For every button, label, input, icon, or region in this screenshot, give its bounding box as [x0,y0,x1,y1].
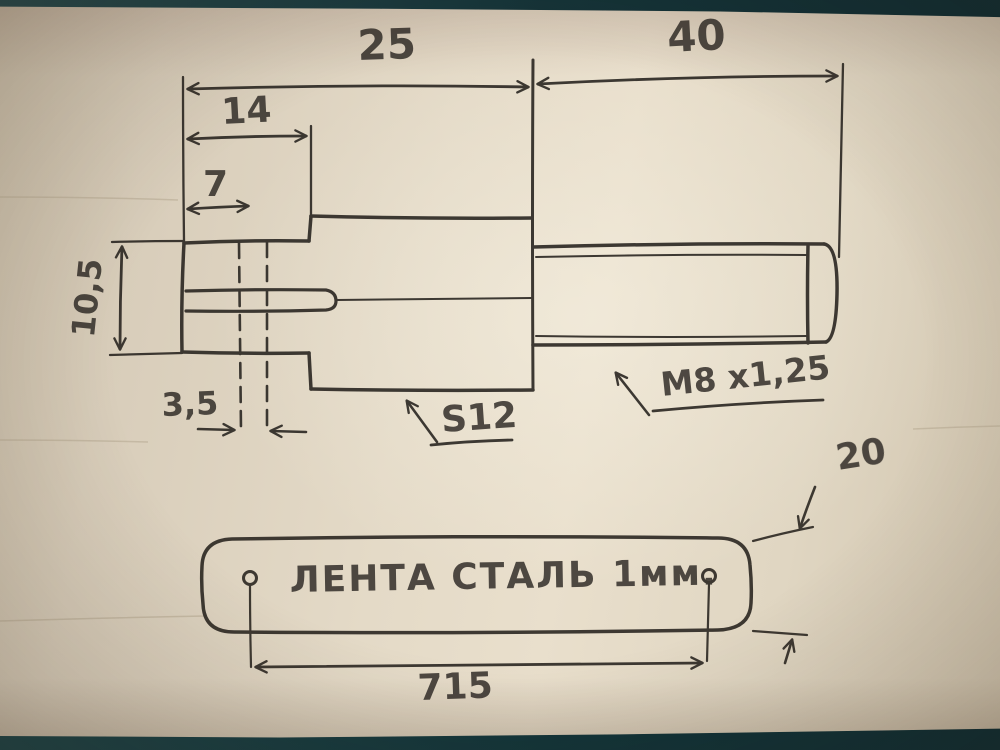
shaft-outline [180,214,839,393]
head-top-edge [182,239,311,245]
dim-3-5-arrow-left [196,422,236,437]
dim-20-arrow-bottom [782,638,796,665]
hole-centerlines-dashed [237,240,269,434]
dim-10-5-line [113,245,129,351]
dim-40-line [536,69,839,91]
s12-underline [429,438,514,447]
dim-25-line [186,79,530,96]
center-line [336,297,532,301]
dim-3-5-arrow-right [269,424,308,439]
thread-bottom-edge [531,340,828,347]
thread-crest-top [535,253,807,258]
dim-20: 20 [751,431,889,665]
strip-outline [199,534,754,635]
hex-right-face-extension [531,58,535,392]
ext-right-40 [837,62,845,259]
thread-label: M8 x1,25 [659,347,832,404]
dim-7: 7 [186,164,250,216]
dim-7-label: 7 [203,164,228,205]
dim-14: 14 [186,89,308,146]
thread-crest-lines [535,253,807,338]
thread-arrow [614,371,651,417]
dim-10-5-label: 10,5 [64,257,110,339]
crease-line [912,425,1000,430]
thread-chamfer-line [805,244,810,345]
hole-centerline [237,241,243,433]
ext-105-top [110,239,186,244]
dim-715: 715 [248,582,711,709]
dim-715-label: 715 [417,665,494,709]
ext-20-bottom [751,629,809,637]
dim-40-label: 40 [666,10,727,62]
ext-715-left [248,584,253,669]
strip-material-label: ЛЕНТА СТАЛЬ 1мм. [289,553,718,601]
ext-715-right [705,582,711,663]
extension-lines [108,62,845,357]
strip-hole-right [701,568,717,584]
dim-7-line [186,199,250,216]
dim-20-arrow-top [796,485,817,530]
crease-line [0,615,207,622]
thread-callout: M8 x1,25 [614,347,832,417]
ext-left-face [181,75,186,243]
crease-line [0,439,149,443]
shaft-view: 25 40 14 7 10,5 [64,10,845,447]
dim-20-label: 20 [833,431,889,479]
thread-underline [651,398,825,413]
dim-14-line [186,129,308,146]
slot-outline [184,288,338,313]
strip-hole-left [242,570,258,586]
ext-105-bottom [108,351,184,357]
dim-3-5-label: 3,5 [161,384,219,424]
dim-40: 40 [536,10,839,91]
head-left-face [180,241,186,354]
dim-25: 25 [186,19,530,96]
dim-3-5: 3,5 [161,384,308,439]
hex-callout: S12 [405,395,519,447]
strip-view: ЛЕНТА СТАЛЬ 1мм. 715 20 [199,431,889,709]
dim-10-5: 10,5 [64,245,129,351]
paper-creases [0,196,1000,622]
dim-14-label: 14 [220,89,272,133]
crease-line [0,196,179,201]
thread-crest-bottom [535,335,807,338]
step-bottom [307,351,313,391]
ext-20-top [751,525,815,543]
dim-25-label: 25 [357,19,417,70]
dim-715-line [254,656,704,674]
hex-bottom-edge [309,387,535,393]
thread-top-edge [531,242,826,249]
thread-end-cap [822,242,839,344]
step-top [307,214,313,243]
s12-arrow [405,399,439,444]
s12-label: S12 [440,395,519,441]
head-bottom-edge [180,350,311,356]
hex-top-edge [309,214,534,220]
